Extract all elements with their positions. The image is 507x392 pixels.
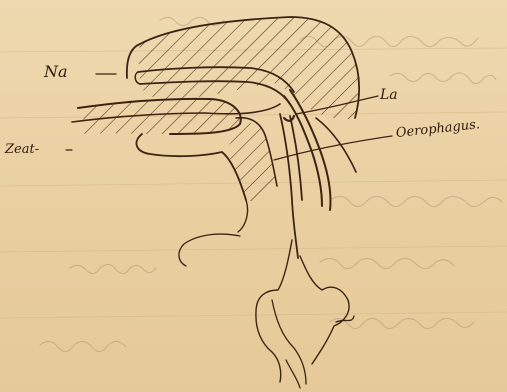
oesophagus-leader-line [274,136,392,160]
chin-outline [136,134,246,200]
larynx-mark [284,116,294,121]
label-zeat: Zeat- [5,143,39,156]
label-na: Na [44,64,68,80]
larynx-tube [280,114,302,258]
side-branch [179,234,354,322]
throat-hatched-region [226,123,277,202]
label-la: La [380,88,398,102]
base-sketch [272,300,306,388]
